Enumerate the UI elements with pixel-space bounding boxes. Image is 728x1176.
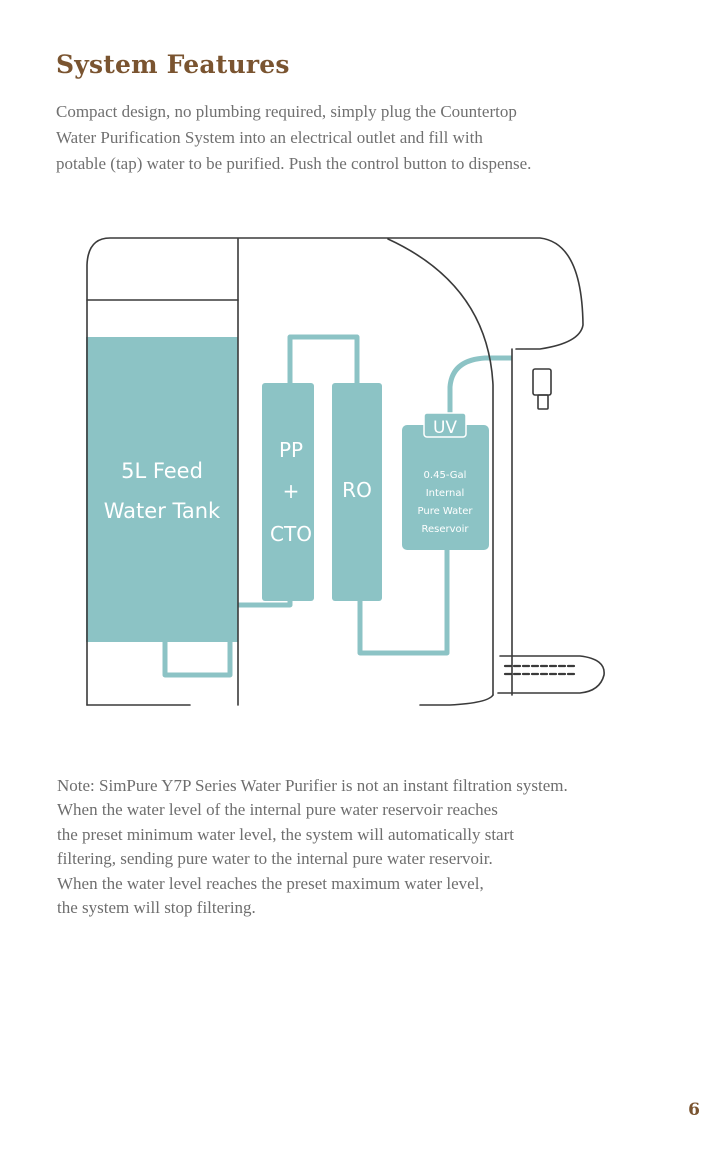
reservoir-line2: Internal bbox=[426, 488, 465, 499]
intro-paragraph: Compact design, no plumbing required, si… bbox=[56, 99, 696, 177]
note-line: the preset minimum water level, the syst… bbox=[57, 824, 514, 844]
uv-cap bbox=[423, 412, 467, 438]
note-paragraph: Note: SimPure Y7P Series Water Purifier … bbox=[57, 774, 717, 920]
note-line: the system will stop filtering. bbox=[57, 898, 256, 918]
section-heading: System Features bbox=[56, 50, 290, 79]
note-line: When the water level of the internal pur… bbox=[57, 800, 498, 820]
drip-tray bbox=[497, 655, 605, 694]
faucet-nozzle bbox=[532, 368, 552, 396]
note-line: When the water level reaches the preset … bbox=[57, 873, 484, 893]
ro-filter bbox=[332, 383, 382, 601]
plus-label: + bbox=[283, 479, 300, 503]
drip-tray-grille bbox=[503, 664, 577, 676]
note-line: Note: SimPure Y7P Series Water Purifier … bbox=[57, 776, 568, 795]
intro-line: Compact design, no plumbing required, si… bbox=[56, 102, 517, 121]
reservoir-line4: Reservoir bbox=[421, 524, 469, 535]
intro-line: Water Purification System into an electr… bbox=[56, 128, 483, 147]
purifier-housing bbox=[86, 237, 605, 706]
intro-line: potable (tap) water to be purified. Push… bbox=[56, 154, 532, 173]
housing-body bbox=[86, 237, 584, 706]
faucet-tip bbox=[537, 394, 549, 410]
tank-label-line2: Water Tank bbox=[104, 499, 221, 523]
housing-base bbox=[86, 694, 494, 706]
pp-label: PP bbox=[279, 438, 303, 462]
reservoir-line3: Pure Water bbox=[418, 506, 474, 517]
reservoir-line1: 0.45-Gal bbox=[424, 470, 467, 481]
uv-label-overlay: UV bbox=[433, 418, 457, 438]
pipe-reservoir-to-faucet bbox=[447, 355, 512, 425]
note-line: filtering, sending pure water to the int… bbox=[57, 849, 493, 869]
page-number: 6 bbox=[688, 1100, 700, 1120]
reservoir-block bbox=[402, 425, 489, 550]
housing-front-curve bbox=[387, 238, 494, 696]
pp-cto-filter bbox=[262, 383, 314, 601]
purifier-diagram: 5L Feed Water Tank PP + CTO RO UV 0.45-G… bbox=[86, 237, 605, 706]
cto-label: CTO bbox=[270, 522, 312, 546]
ro-label: RO bbox=[342, 478, 372, 502]
pipe-pp-to-ro bbox=[287, 334, 360, 385]
tank-label-line1: 5L Feed bbox=[121, 459, 203, 483]
pipe-ro-to-reservoir bbox=[357, 547, 450, 656]
feed-tank-block bbox=[86, 337, 238, 642]
